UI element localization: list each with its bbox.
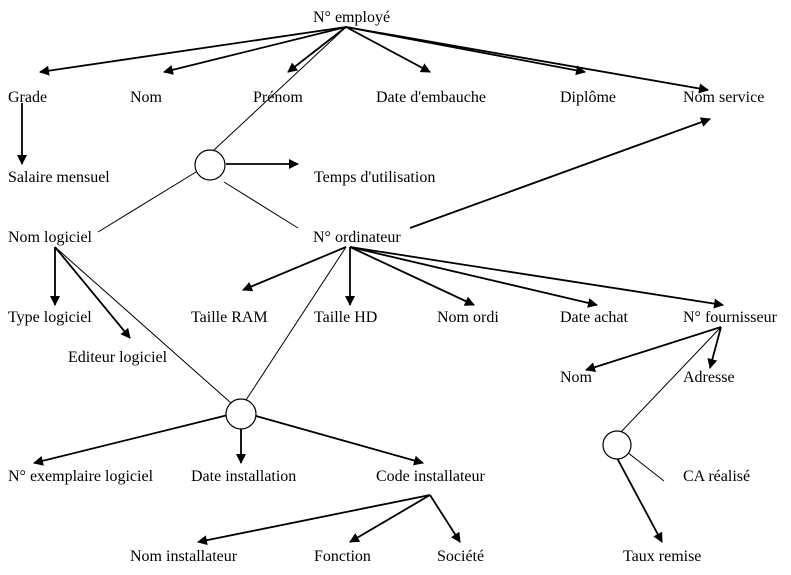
label-grade: Grade — [8, 89, 47, 106]
label-nom-installateur: Nom installateur — [130, 548, 238, 565]
arrow-fournisseur-adresse — [707, 326, 722, 369]
label-code-install: Code installateur — [376, 468, 486, 485]
link-nom-logiciel-circle2 — [54, 246, 232, 404]
arrow-ordinateur-ram — [242, 246, 347, 292]
link-ordinateur-circle2 — [245, 246, 347, 401]
label-date-embauche: Date d'embauche — [376, 89, 486, 106]
arrow-circle3-taux-remise — [616, 457, 663, 543]
arrow-ordinateur-nom-ordi — [349, 246, 475, 306]
label-nom-service: Nom service — [683, 89, 764, 106]
link-fournisseur-circle3 — [619, 326, 722, 434]
label-employe: N° employé — [313, 9, 390, 26]
arrow-employe-grade — [39, 26, 347, 76]
arrow-fournisseur-nom — [585, 326, 722, 373]
label-societe: Société — [437, 548, 484, 565]
association-circles — [194, 149, 632, 460]
link-circle3-ca — [626, 451, 665, 482]
label-diplome: Diplôme — [560, 89, 616, 106]
label-fournisseur-nom: Nom — [560, 369, 593, 386]
arrow-code-fonction — [349, 494, 431, 543]
arrow-ordinateur-fournisseur — [349, 246, 724, 309]
label-fournisseur: N° fournisseur — [683, 309, 778, 326]
arrow-code-nom-installateur — [197, 494, 431, 546]
label-hd: Taille HD — [314, 309, 377, 326]
label-editeur: Editeur logiciel — [68, 349, 168, 366]
label-ca: CA réalisé — [683, 468, 750, 485]
label-date-install: Date installation — [191, 468, 296, 485]
arrow-ordinateur-nom-service — [409, 117, 711, 229]
label-temps: Temps d'utilisation — [314, 169, 435, 186]
link-circle1-ordinateur — [223, 181, 299, 229]
label-fournisseur-adresse: Adresse — [683, 369, 735, 386]
association-circle-fournisseur — [602, 430, 632, 460]
label-ordinateur: N° ordinateur — [313, 229, 401, 246]
association-lines — [54, 26, 722, 482]
label-nom-logiciel: Nom logiciel — [8, 229, 93, 246]
label-salaire: Salaire mensuel — [8, 169, 110, 186]
label-nom: Nom — [130, 89, 163, 106]
label-taux-remise: Taux remise — [623, 548, 701, 565]
association-circle-utilisation — [194, 149, 226, 181]
arrow-code-societe — [429, 494, 461, 543]
arrow-circle2-exemplaire — [33, 414, 229, 466]
arrow-employe-date-embauche — [345, 26, 431, 73]
label-ram: Taille RAM — [191, 309, 268, 326]
link-circle1-nom-logiciel — [97, 171, 197, 233]
label-prenom: Prénom — [253, 89, 303, 106]
arrow-circle2-code-install — [255, 415, 424, 466]
label-exemplaire: N° exemplaire logiciel — [8, 468, 154, 485]
label-date-achat: Date achat — [560, 309, 629, 326]
label-type-logiciel: Type logiciel — [8, 309, 92, 326]
arrow-employe-nom — [163, 26, 347, 75]
arrow-ordinateur-date-achat — [349, 246, 598, 308]
label-nom-ordi: Nom ordi — [437, 309, 499, 326]
link-employe-circle1 — [213, 26, 347, 151]
label-fonction: Fonction — [314, 548, 371, 565]
labels: N° employé Grade Nom Prénom Date d'embau… — [8, 9, 778, 565]
association-circle-installation — [225, 398, 257, 430]
dependency-arrows — [17, 26, 724, 546]
arrow-employe-nom-service — [345, 26, 709, 94]
arrow-nom-logiciel-editeur — [54, 246, 131, 339]
arrow-employe-prenom — [287, 26, 347, 73]
